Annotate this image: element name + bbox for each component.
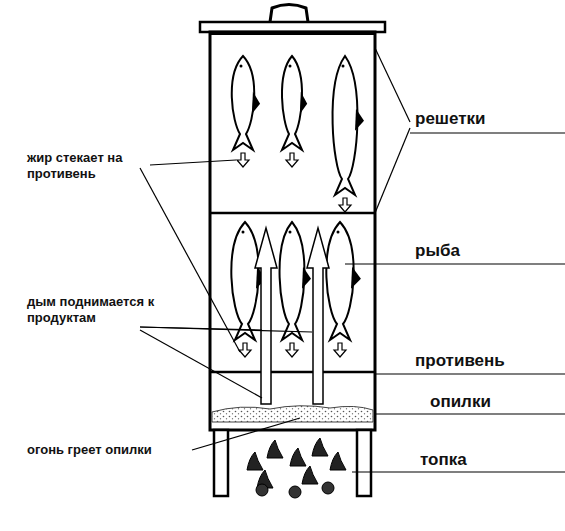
leg [357,430,371,496]
fish-fin [351,267,361,289]
leader-line [140,330,262,398]
leader-line [375,128,410,213]
ember [322,482,334,494]
fat-drip-arrow [334,343,346,357]
fat-drip-arrow [339,198,351,212]
fish-eye [289,231,292,234]
fish [280,222,305,340]
leader-line [375,373,565,374]
fish-group [231,56,364,357]
label: рыба [415,240,460,261]
leader-line [140,327,312,332]
grate [210,212,375,215]
flame [290,448,306,466]
flame [302,466,318,484]
leader-line [352,471,565,472]
smoker-body [210,32,375,430]
fish [232,56,254,150]
label: огонь греет опилки [27,442,152,458]
smoke-arrow [307,228,329,404]
leader-line [375,48,410,122]
label: опилки [430,391,491,412]
fish [333,56,358,195]
fat-drip-arrow [239,343,251,357]
fish-fin [252,92,260,114]
label: жир стекает на противень [27,150,177,183]
flame [312,438,328,456]
leader-line [140,168,240,352]
fish-eye [240,65,243,68]
leader-line [410,132,565,133]
fat-drip-arrow [286,343,298,357]
fat-drip-arrow [237,153,249,167]
leader-line [150,160,236,165]
flame [330,452,346,470]
fish [326,222,353,340]
sawdust [212,406,373,422]
fish-fin [355,109,364,131]
leader-line [375,413,565,414]
fish-eye [337,231,340,234]
flame [247,452,263,470]
smoke-arrow [255,228,277,404]
leader-lines [140,48,565,472]
label: противень [415,350,505,371]
grate [210,33,375,35]
fire [247,438,346,498]
fish [282,56,302,150]
fish-eye [342,65,345,68]
lid-handle [270,5,308,23]
flame [267,440,283,458]
leader-line [192,418,300,450]
fish-fin [302,267,311,289]
fish-eye [289,65,292,68]
smoke-arrows [255,228,329,404]
leader-line [345,263,565,264]
fat-drip-arrow [286,153,298,167]
fish-fin [300,92,307,114]
label: топка [420,449,467,470]
ember [289,486,301,498]
tray [210,371,375,374]
fish-eye [242,231,245,234]
ember [256,484,268,496]
label: дым поднимается к продуктам [27,294,185,327]
label: решетки [415,108,486,129]
fish [231,222,258,340]
